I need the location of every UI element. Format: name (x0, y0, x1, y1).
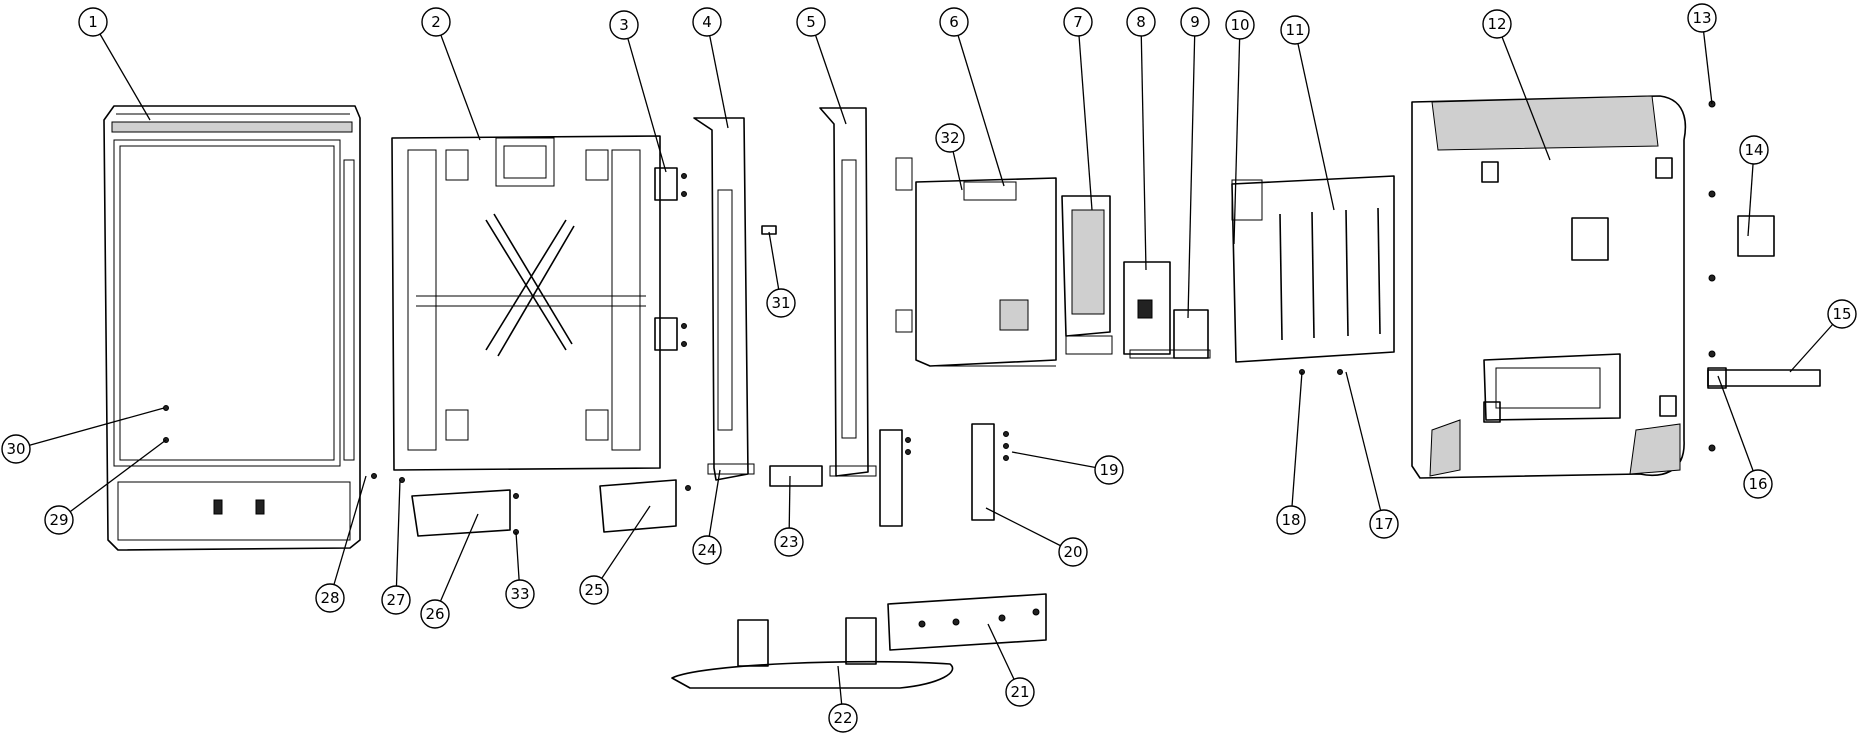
callout-22: 22 (828, 703, 858, 733)
callout-11: 11 (1280, 15, 1310, 45)
callout-10: 10 (1225, 10, 1255, 40)
callout-15: 15 (1827, 299, 1857, 329)
svg-text:12: 12 (1487, 15, 1506, 33)
svg-text:15: 15 (1832, 305, 1851, 323)
svg-text:30: 30 (6, 440, 25, 458)
svg-text:23: 23 (779, 533, 798, 551)
svg-text:32: 32 (940, 129, 959, 147)
callout-2: 2 (421, 7, 451, 37)
svg-text:14: 14 (1744, 141, 1763, 159)
callout-9: 9 (1180, 7, 1210, 37)
side-rail-right (819, 107, 877, 477)
power-board (1061, 195, 1113, 355)
chassis-plate (391, 135, 661, 471)
callout-32: 32 (935, 123, 965, 153)
callout-27: 27 (381, 585, 411, 615)
vertical-brackets (879, 423, 1009, 527)
callout-3: 3 (609, 10, 639, 40)
callout-4: 4 (692, 7, 722, 37)
svg-text:8: 8 (1136, 13, 1146, 31)
svg-text:2: 2 (431, 13, 441, 31)
svg-text:13: 13 (1692, 9, 1711, 27)
svg-text:1: 1 (88, 13, 98, 31)
svg-text:18: 18 (1281, 511, 1300, 529)
callout-33: 33 (505, 579, 535, 609)
stand-base (671, 617, 954, 689)
svg-text:7: 7 (1073, 13, 1083, 31)
svg-text:3: 3 (619, 16, 629, 34)
svg-text:21: 21 (1010, 683, 1029, 701)
callout-20: 20 (1058, 537, 1088, 567)
callout-8: 8 (1126, 7, 1156, 37)
svg-text:26: 26 (425, 605, 444, 623)
callout-30: 30 (1, 434, 31, 464)
hinge-bracket (769, 465, 823, 487)
main-board (895, 157, 1057, 367)
side-rail-left (693, 117, 755, 481)
callout-5: 5 (796, 7, 826, 37)
svg-text:31: 31 (771, 294, 790, 312)
svg-text:10: 10 (1230, 16, 1249, 34)
back-screws (1708, 100, 1716, 452)
svg-text:9: 9 (1190, 13, 1200, 31)
small-brackets (654, 167, 687, 351)
svg-text:17: 17 (1374, 515, 1393, 533)
callout-31: 31 (766, 288, 796, 318)
rating-label (1737, 215, 1775, 257)
svg-text:33: 33 (510, 585, 529, 603)
svg-text:29: 29 (49, 511, 68, 529)
svg-text:28: 28 (320, 589, 339, 607)
speaker-assemblies (411, 479, 691, 537)
leader-lines (15, 17, 1843, 719)
callout-17: 17 (1369, 509, 1399, 539)
callout-26: 26 (420, 599, 450, 629)
callout-24: 24 (692, 535, 722, 565)
svg-text:6: 6 (949, 13, 959, 31)
callout-12: 12 (1482, 9, 1512, 39)
svg-text:22: 22 (833, 709, 852, 727)
callout-1: 1 (78, 7, 108, 37)
svg-text:27: 27 (386, 591, 405, 609)
front-bezel (103, 105, 361, 551)
callout-23: 23 (774, 527, 804, 557)
callout-19: 19 (1094, 455, 1124, 485)
callout-21: 21 (1005, 677, 1035, 707)
callout-13: 13 (1687, 3, 1717, 33)
shield-cover (1231, 175, 1395, 375)
svg-text:19: 19 (1099, 461, 1118, 479)
svg-text:25: 25 (584, 581, 603, 599)
stand-neck (887, 593, 1047, 651)
svg-text:4: 4 (702, 13, 712, 31)
callout-18: 18 (1276, 505, 1306, 535)
callout-7: 7 (1063, 7, 1093, 37)
callout-25: 25 (579, 575, 609, 605)
callout-29: 29 (44, 505, 74, 535)
bracket-and-cover (1707, 367, 1821, 389)
callout-14: 14 (1739, 135, 1769, 165)
interface-boards (1123, 261, 1211, 359)
back-cover (1411, 95, 1687, 479)
callout-6: 6 (939, 7, 969, 37)
svg-text:5: 5 (806, 13, 816, 31)
svg-text:24: 24 (697, 541, 716, 559)
svg-text:16: 16 (1748, 475, 1767, 493)
svg-text:20: 20 (1063, 543, 1082, 561)
svg-text:11: 11 (1285, 21, 1304, 39)
callout-16: 16 (1743, 469, 1773, 499)
callout-28: 28 (315, 583, 345, 613)
